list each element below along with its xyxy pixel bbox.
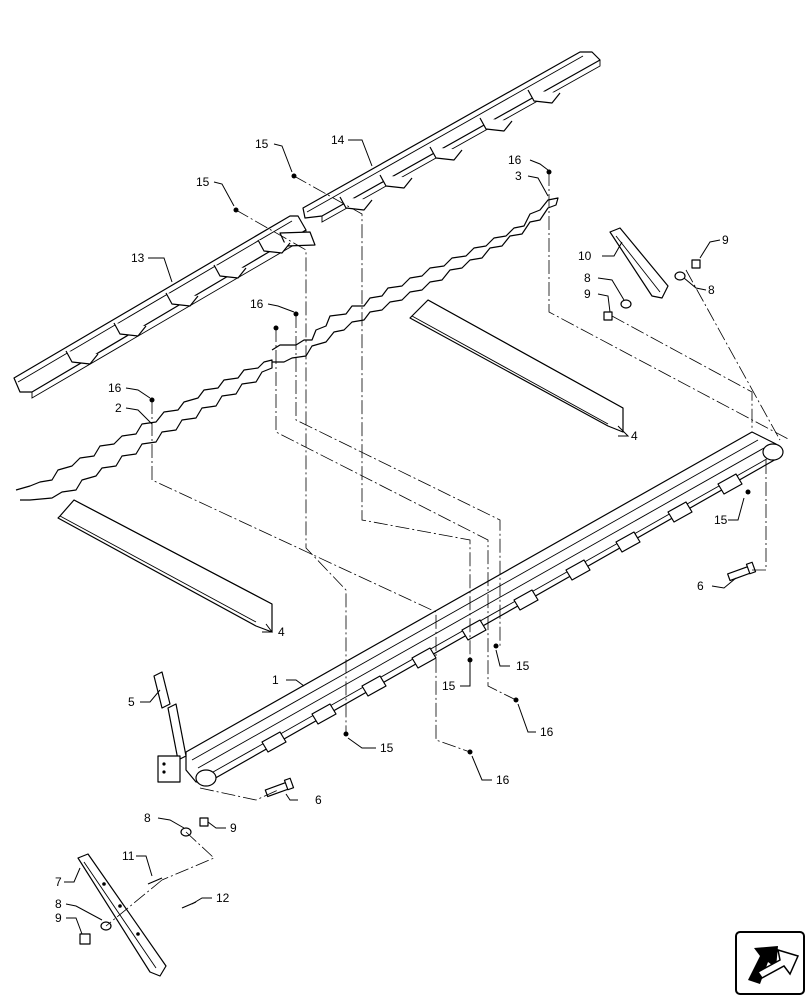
callout-9: 9 — [584, 287, 591, 301]
callout-6: 6 — [315, 793, 322, 807]
part-2-tab-strip — [15, 359, 273, 501]
part-13-angle-strip — [13, 215, 316, 399]
part-6-bolt-right — [727, 561, 757, 582]
view-direction-arrow-icon[interactable] — [735, 931, 805, 995]
callout-13: 13 — [131, 251, 145, 265]
part-10-bracket — [609, 227, 669, 299]
callout-15: 15 — [442, 679, 456, 693]
part-3-tab-strip — [271, 197, 559, 363]
callout-8: 8 — [55, 897, 62, 911]
callout-8: 8 — [144, 811, 151, 825]
callout-7: 7 — [55, 875, 62, 889]
callout-15: 15 — [255, 137, 269, 151]
callout-12: 12 — [216, 891, 230, 905]
callout-8: 8 — [584, 271, 591, 285]
part-7-bracket — [77, 853, 167, 977]
callout-16: 16 — [250, 297, 264, 311]
callout-3: 3 — [515, 169, 522, 183]
callout-15: 15 — [380, 741, 394, 755]
callout-5: 5 — [128, 695, 135, 709]
callout-10: 10 — [578, 249, 592, 263]
callout-labels: 13 14 15 15 16 3 16 16 2 4 4 15 6 1 5 15… — [55, 133, 729, 925]
callout-15: 15 — [714, 513, 728, 527]
callout-1: 1 — [272, 673, 279, 687]
callout-8: 8 — [708, 283, 715, 297]
callout-9: 9 — [55, 911, 62, 925]
part-5-handle — [153, 671, 187, 783]
callout-6: 6 — [697, 579, 704, 593]
callout-15: 15 — [196, 175, 210, 189]
callout-2: 2 — [115, 401, 122, 415]
callout-16: 16 — [540, 725, 554, 739]
callout-9: 9 — [230, 821, 237, 835]
part-4-angle-bar-upper — [409, 299, 624, 433]
callout-9: 9 — [722, 233, 729, 247]
callout-14: 14 — [331, 133, 345, 147]
part-1-main-beam — [185, 431, 784, 787]
callout-leaders — [64, 139, 745, 935]
part-4-angle-bar-lower — [57, 499, 273, 633]
callout-4: 4 — [631, 429, 638, 443]
callout-16: 16 — [496, 773, 510, 787]
callout-16: 16 — [108, 381, 122, 395]
part-14-angle-strip — [302, 51, 601, 223]
assembly-center-lines — [105, 172, 791, 927]
callout-16: 16 — [508, 153, 522, 167]
callout-4: 4 — [278, 625, 285, 639]
hardware-items — [79, 169, 757, 945]
callout-11: 11 — [122, 849, 135, 863]
callout-15: 15 — [516, 659, 530, 673]
